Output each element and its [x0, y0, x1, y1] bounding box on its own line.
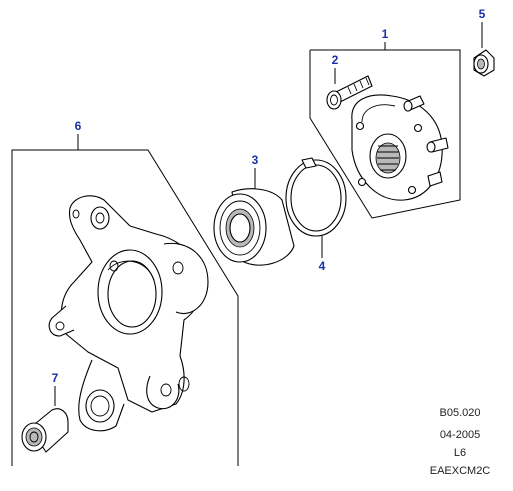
wheel-stud-right — [426, 137, 449, 153]
callout-2[interactable]: 2 — [332, 53, 339, 67]
hub-assembly-frame — [309, 49, 461, 219]
hub-nut: 5 — [473, 7, 495, 77]
wheel-stud-top — [403, 95, 425, 112]
callout-7[interactable]: 7 — [52, 371, 59, 385]
callout-3[interactable]: 3 — [252, 153, 259, 167]
wheel-bearing: 3 — [213, 153, 295, 266]
callout-5[interactable]: 5 — [479, 7, 486, 21]
callout-6[interactable]: 6 — [75, 119, 82, 133]
steering-knuckle — [48, 195, 209, 432]
wheel-hub — [351, 94, 449, 201]
callout-1[interactable]: 1 — [382, 27, 389, 41]
wheel-stud-lower — [427, 171, 443, 187]
drawing-number: B05.020 — [439, 407, 481, 419]
knuckle-assembly-group: 6 — [11, 119, 239, 466]
model-code: L6 — [453, 447, 467, 459]
knuckle-frame — [11, 149, 239, 466]
hub-bolt: 2 — [326, 53, 373, 110]
knuckle-bush: 7 — [21, 371, 69, 453]
catalog-code: EAEXCM2C — [429, 465, 491, 477]
circlip: 4 — [285, 157, 347, 273]
hub-assembly-group: 1 — [309, 27, 461, 219]
drawing-date: 04-2005 — [439, 429, 481, 441]
callout-4[interactable]: 4 — [319, 259, 326, 273]
